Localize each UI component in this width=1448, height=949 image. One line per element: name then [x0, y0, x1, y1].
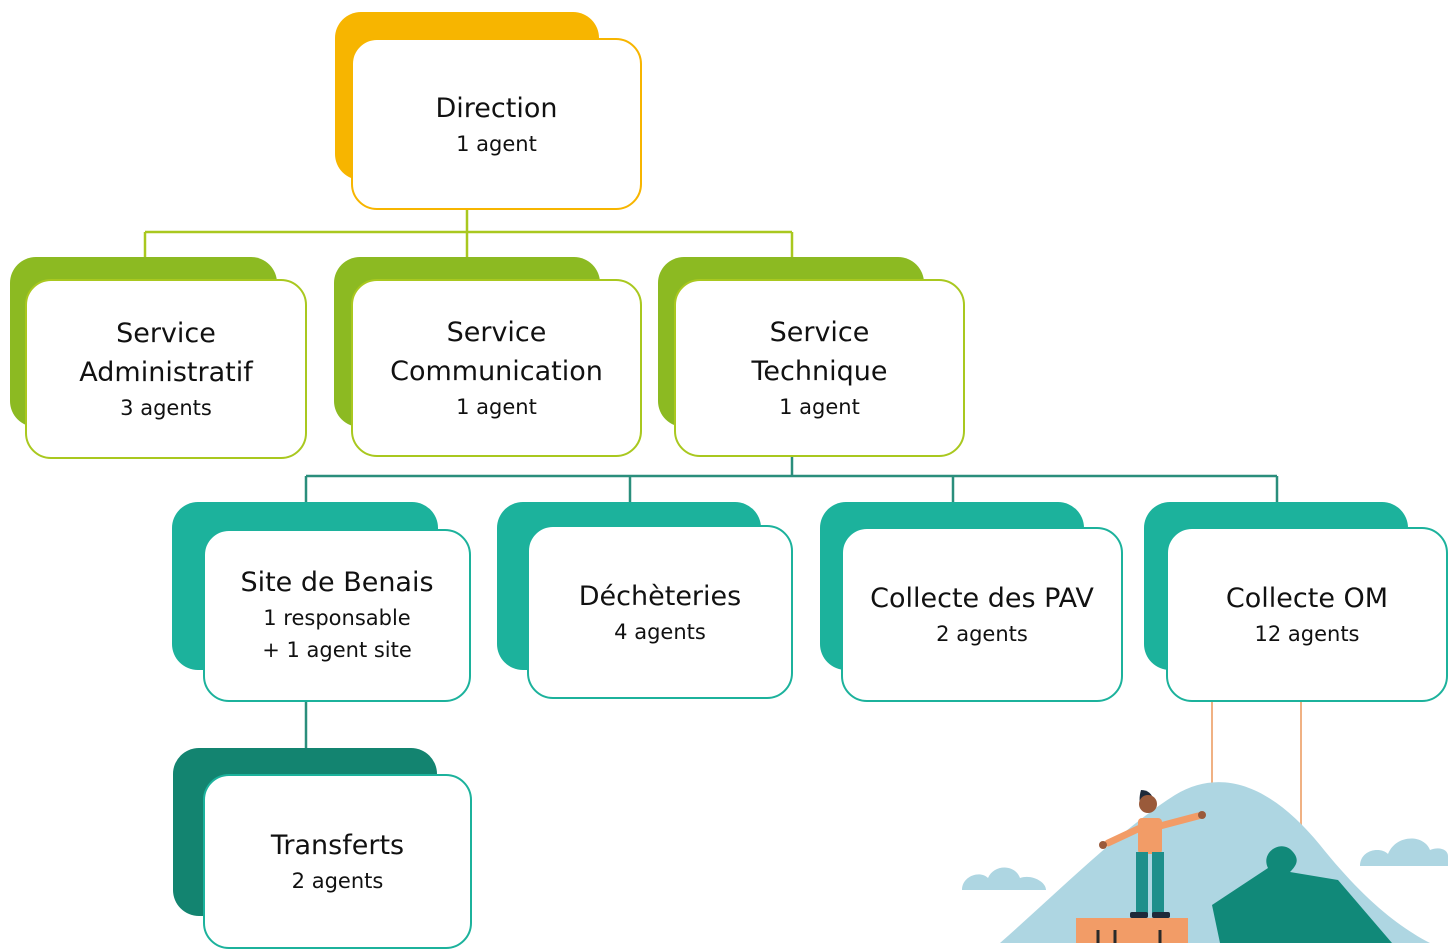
node-count: 2 agents	[291, 869, 384, 893]
node-title: Service Communication	[390, 317, 603, 387]
node-title: Site de Benais	[240, 567, 434, 598]
node-card: Collecte des PAV 2 agents	[841, 527, 1123, 702]
node-card: Transferts 2 agents	[203, 774, 472, 949]
node-title: Transferts	[270, 830, 405, 861]
node-card: Déchèteries 4 agents	[527, 525, 793, 699]
puzzle-piece-icon	[1212, 846, 1392, 943]
node-title: Collecte des PAV	[870, 583, 1094, 614]
node-card: Site de Benais 1 responsable + 1 agent s…	[203, 529, 471, 702]
node-count: 1 responsable + 1 agent site	[262, 606, 412, 662]
node-title: Service Administratif	[79, 318, 253, 388]
node-card: Service Communication 1 agent	[351, 279, 642, 457]
cloud-icon	[962, 867, 1046, 890]
cloud-icon	[1360, 838, 1448, 866]
node-count: 3 agents	[120, 396, 212, 420]
node-title: Déchèteries	[578, 580, 742, 612]
node-title: Service Technique	[751, 317, 888, 387]
node-count: 12 agents	[1254, 622, 1360, 646]
node-card: Service Technique 1 agent	[674, 279, 965, 457]
node-card: Service Administratif 3 agents	[25, 279, 307, 459]
node-count: 2 agents	[936, 622, 1028, 646]
node-count: 4 agents	[614, 619, 706, 644]
node-card: Direction 1 agent	[351, 38, 642, 210]
orange-block	[1076, 918, 1188, 943]
node-title: Collecte OM	[1225, 583, 1389, 614]
node-card: Collecte OM 12 agents	[1166, 527, 1448, 702]
person-figure	[1099, 790, 1206, 918]
node-count: 1 agent	[456, 395, 537, 419]
node-title: Direction	[435, 92, 558, 124]
node-count: 1 agent	[779, 395, 860, 419]
node-count: 1 agent	[456, 131, 537, 156]
